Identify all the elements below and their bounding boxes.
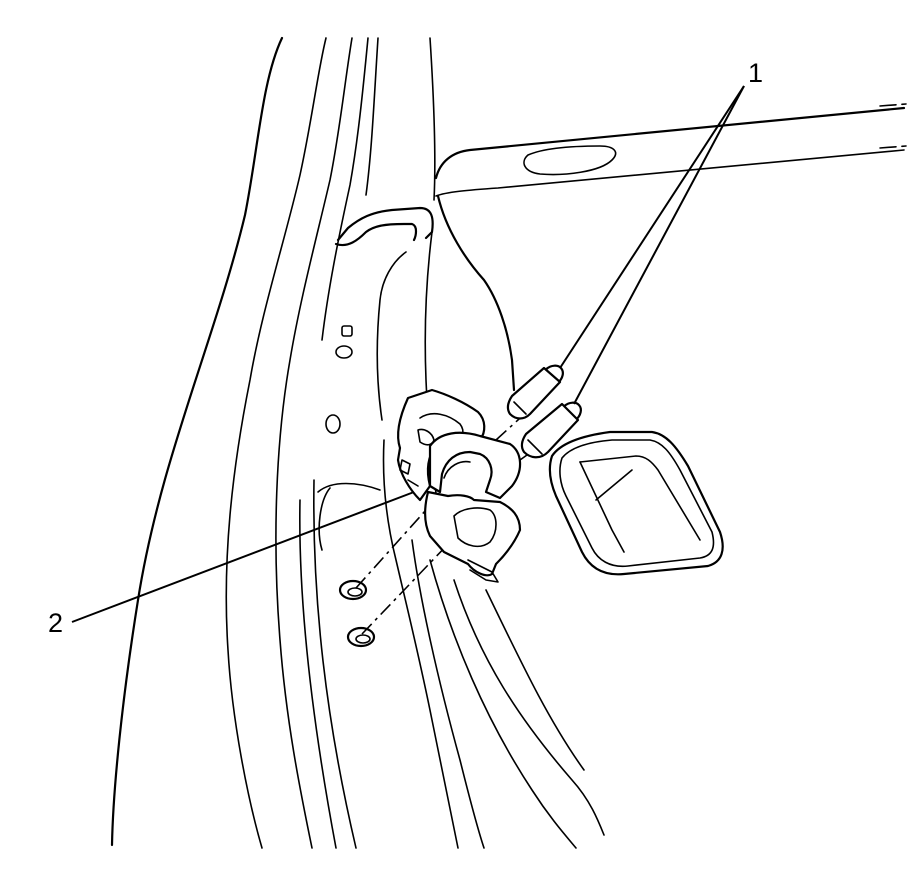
mounting-holes [338,579,376,648]
leader-2 [71,491,415,623]
callout-1: 1 [748,58,763,88]
panel-cutoff-dashes [879,103,907,149]
leader-1a [559,85,745,369]
door-pillar [317,37,605,849]
fastener-pin-upper [506,364,564,420]
door-check-bracket [396,388,522,583]
leader-1b [573,85,745,405]
body-panel-outline [110,36,379,849]
fastener-pin-lower [520,401,582,459]
leader-lines [71,85,745,623]
pillar-holes [325,325,353,434]
fastener-pins [506,364,582,459]
door-upper-edge [434,106,906,392]
callout-2: 2 [48,608,63,638]
door-handle-pocket [548,430,724,576]
